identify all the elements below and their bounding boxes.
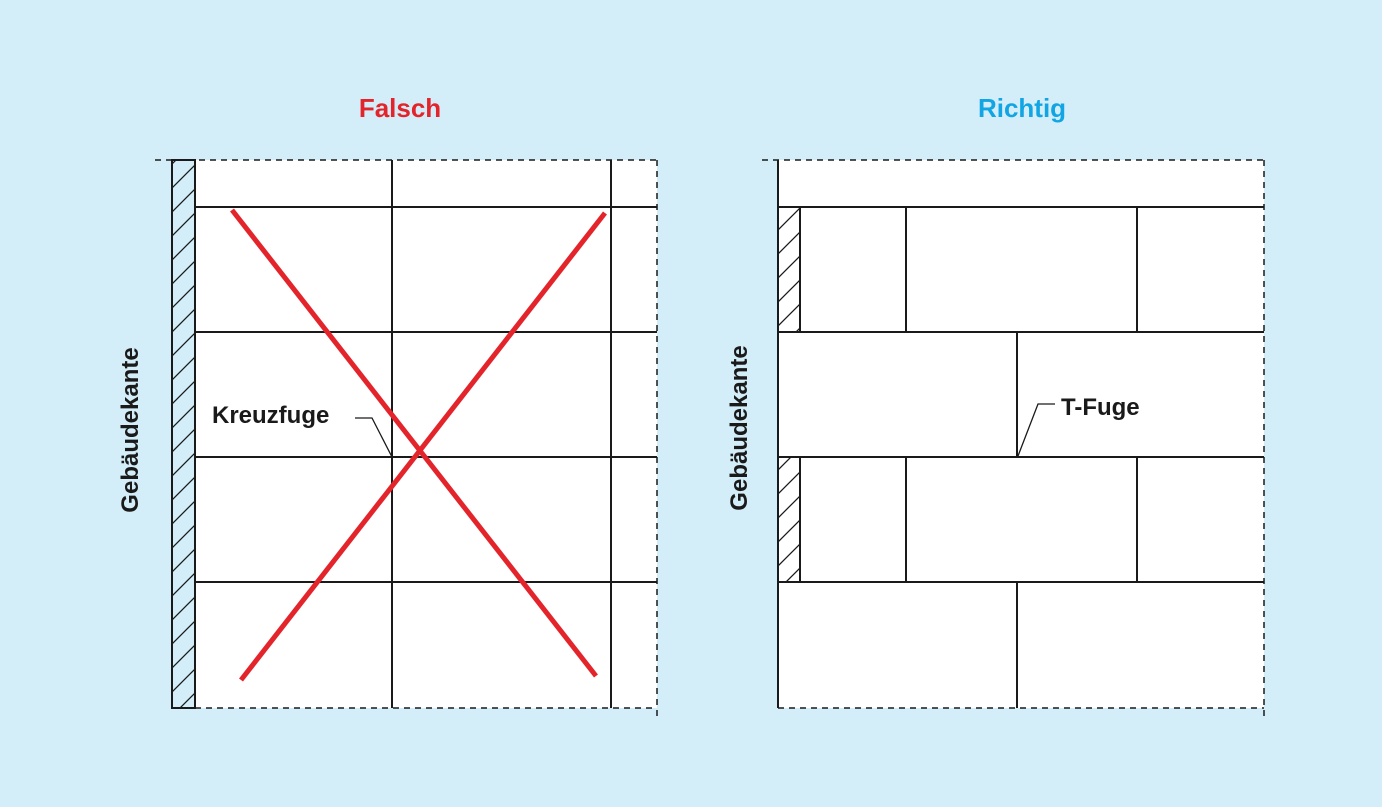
wall-piece-row2 xyxy=(777,206,801,333)
label-kreuzfuge: Kreuzfuge xyxy=(212,402,329,429)
label-gebaeudekante-wrong: Gebäudekante xyxy=(117,347,144,512)
stone-joints-right xyxy=(778,206,1264,708)
stone-joints-wrong xyxy=(195,160,657,708)
wrong-cross-mark xyxy=(230,208,607,682)
building-wall-wrong xyxy=(171,159,196,709)
leader-line-kreuzfuge xyxy=(355,417,393,458)
heading-wrong: Falsch xyxy=(359,93,441,123)
paving-area-wrong xyxy=(195,160,657,708)
leader-line-tfuge xyxy=(1017,403,1055,457)
wall-piece-row4 xyxy=(777,456,801,583)
paving-area-right xyxy=(778,160,1264,708)
heading-right: Richtig xyxy=(978,93,1066,123)
panel-right: Richtig T-Fuge Gebä xyxy=(726,93,1265,716)
label-gebaeudekante-right: Gebäudekante xyxy=(726,345,753,510)
label-tfuge: T-Fuge xyxy=(1061,394,1140,421)
panel-wrong: Falsch Kreuzfuge Gebäudekante xyxy=(117,93,658,716)
